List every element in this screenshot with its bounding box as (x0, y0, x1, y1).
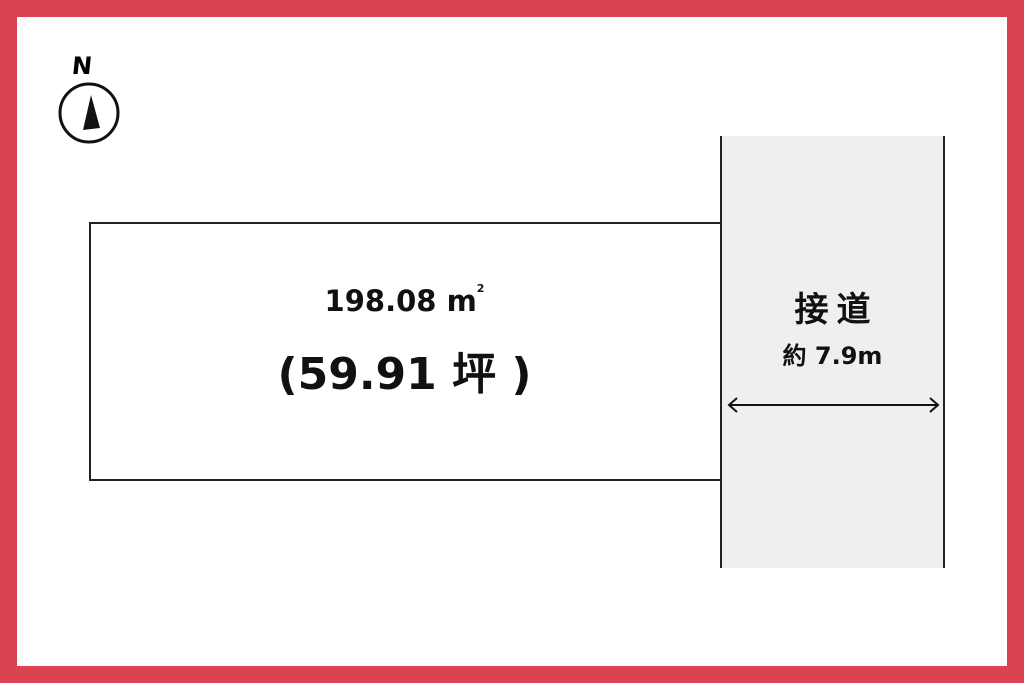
road-strip (720, 136, 945, 568)
north-label: N (70, 52, 94, 80)
road-title: 接道 (794, 290, 879, 330)
road-width: 約 7.9m (782, 342, 883, 370)
north-compass: N (58, 52, 122, 144)
north-arrow-icon (58, 82, 120, 144)
plot-area-sqm: 198.08 m2 (324, 282, 485, 318)
land-plot (89, 222, 720, 481)
plot-area-tsubo: (59.91 坪 ) (277, 349, 532, 400)
road-width-arrow-icon (727, 397, 940, 413)
